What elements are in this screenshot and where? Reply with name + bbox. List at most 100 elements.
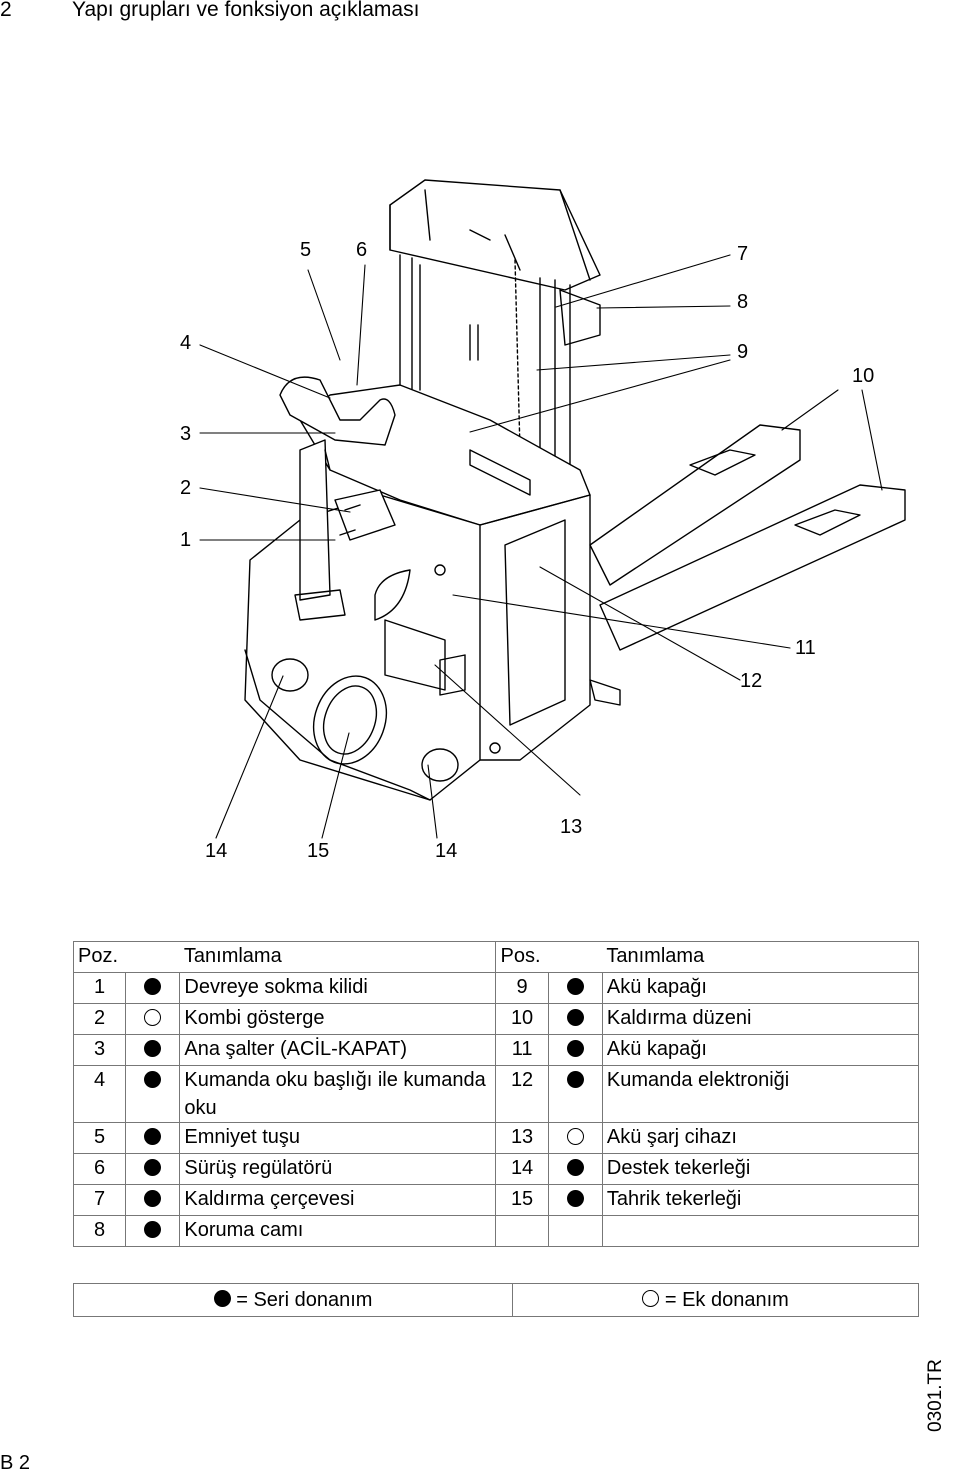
mark-right — [547, 1034, 603, 1066]
filled-circle-icon — [566, 1070, 584, 1088]
filled-circle-icon — [144, 1127, 162, 1145]
mark-right — [547, 1065, 603, 1123]
callout-1: 1 — [180, 529, 192, 551]
leader-lines — [199, 254, 883, 839]
pos-right: 14 — [495, 1153, 549, 1185]
mark-left — [125, 1003, 181, 1035]
desc-left: Sürüş regülatörü — [179, 1153, 497, 1185]
header-pos-right: Pos. — [495, 941, 603, 973]
mark-left — [125, 1065, 181, 1123]
desc-left: Emniyet tuşu — [179, 1122, 497, 1154]
filled-circle-icon — [566, 1039, 584, 1057]
mark-left — [125, 972, 181, 1004]
mark-left — [125, 1153, 181, 1185]
mark-right — [547, 1153, 603, 1185]
table-header-row: Poz. Tanımlama Pos. Tanımlama — [72, 941, 920, 973]
lift-mast — [389, 179, 601, 471]
header-desc-right: Tanımlama — [602, 941, 920, 973]
desc-left: Ana şalter (ACİL-KAPAT) — [179, 1034, 497, 1066]
filled-circle-icon — [566, 1189, 584, 1207]
desc-left: Kombi gösterge — [179, 1003, 497, 1035]
truck-body — [244, 384, 591, 801]
pos-right: 12 — [495, 1065, 549, 1123]
pos-left: 7 — [72, 1184, 127, 1216]
mark-left — [125, 1034, 181, 1066]
callout-8: 8 — [737, 291, 749, 313]
pos-left: 1 — [72, 972, 127, 1004]
callout-11: 11 — [795, 637, 816, 659]
section-title: Yapı grupları ve fonksiyon açıklaması — [72, 0, 420, 21]
mark-left — [125, 1122, 181, 1154]
parts-table: Poz. Tanımlama Pos. Tanımlama 1 Devreye s… — [72, 941, 920, 1247]
callout-14-right: 14 — [435, 840, 458, 862]
header-desc-left: Tanımlama — [179, 941, 497, 973]
header-pos-left: Poz. — [72, 941, 180, 973]
callout-14-left: 14 — [205, 840, 228, 862]
callout-4: 4 — [180, 332, 192, 354]
desc-right: Tahrik tekerleği — [601, 1184, 920, 1216]
desc-right: Akü şarj cihazı — [601, 1122, 920, 1154]
table-row: 8 Koruma camı — [72, 1215, 920, 1247]
legend-optional-label: = Ek donanım — [664, 1288, 789, 1311]
pos-left: 3 — [72, 1034, 127, 1066]
pallet-truck-illustration — [199, 179, 906, 839]
pos-right: 15 — [495, 1184, 549, 1216]
callout-12: 12 — [740, 670, 763, 692]
callout-6: 6 — [356, 239, 368, 261]
callout-13: 13 — [560, 816, 583, 838]
filled-circle-icon — [566, 1158, 584, 1176]
pos-left: 5 — [72, 1122, 127, 1154]
callout-5: 5 — [300, 239, 312, 261]
pos-right — [495, 1215, 549, 1247]
mark-right — [547, 1184, 603, 1216]
filled-circle-icon — [213, 1290, 231, 1308]
desc-right: Destek tekerleği — [601, 1153, 920, 1185]
callout-9: 9 — [737, 341, 749, 363]
filled-circle-icon — [144, 977, 162, 995]
table-row: 3 Ana şalter (ACİL-KAPAT)11 Akü kapağı — [72, 1034, 920, 1066]
filled-circle-icon — [566, 977, 584, 995]
desc-right: Kumanda elektroniği — [601, 1065, 920, 1123]
desc-right: Akü kapağı — [601, 972, 920, 1004]
filled-circle-icon — [144, 1039, 162, 1057]
tiller-arm — [279, 376, 396, 621]
pos-left: 2 — [72, 1003, 127, 1035]
callout-15: 15 — [307, 840, 330, 862]
filled-circle-icon — [144, 1158, 162, 1176]
desc-left: Devreye sokma kilidi — [179, 972, 497, 1004]
fork-arms — [589, 424, 906, 706]
pos-right: 9 — [495, 972, 549, 1004]
legend-standard-label: = Seri donanım — [236, 1288, 373, 1311]
desc-right: Kaldırma düzeni — [601, 1003, 920, 1035]
desc-left: Kumanda oku başlığı ile kumanda oku — [179, 1065, 497, 1123]
filled-circle-icon — [144, 1220, 162, 1238]
callout-3: 3 — [180, 423, 192, 445]
mark-right — [547, 1122, 603, 1154]
mark-left — [125, 1184, 181, 1216]
mark-left — [125, 1215, 181, 1247]
pos-right: 10 — [495, 1003, 549, 1035]
pos-right: 13 — [495, 1122, 549, 1154]
filled-circle-icon — [566, 1008, 584, 1026]
desc-left: Koruma camı — [179, 1215, 497, 1247]
pos-left: 8 — [72, 1215, 127, 1247]
pos-left: 6 — [72, 1153, 127, 1185]
callout-10: 10 — [852, 365, 875, 387]
open-circle-icon — [566, 1127, 584, 1145]
mark-right — [547, 972, 603, 1004]
callout-7: 7 — [737, 243, 749, 265]
pos-right: 11 — [495, 1034, 549, 1066]
desc-right: Akü kapağı — [601, 1034, 920, 1066]
callout-2: 2 — [180, 477, 192, 499]
legend-table: = Seri donanım = Ek donanım — [72, 1283, 919, 1317]
legend-optional: = Ek donanım — [512, 1283, 919, 1317]
filled-circle-icon — [144, 1189, 162, 1207]
open-circle-icon — [642, 1290, 660, 1308]
